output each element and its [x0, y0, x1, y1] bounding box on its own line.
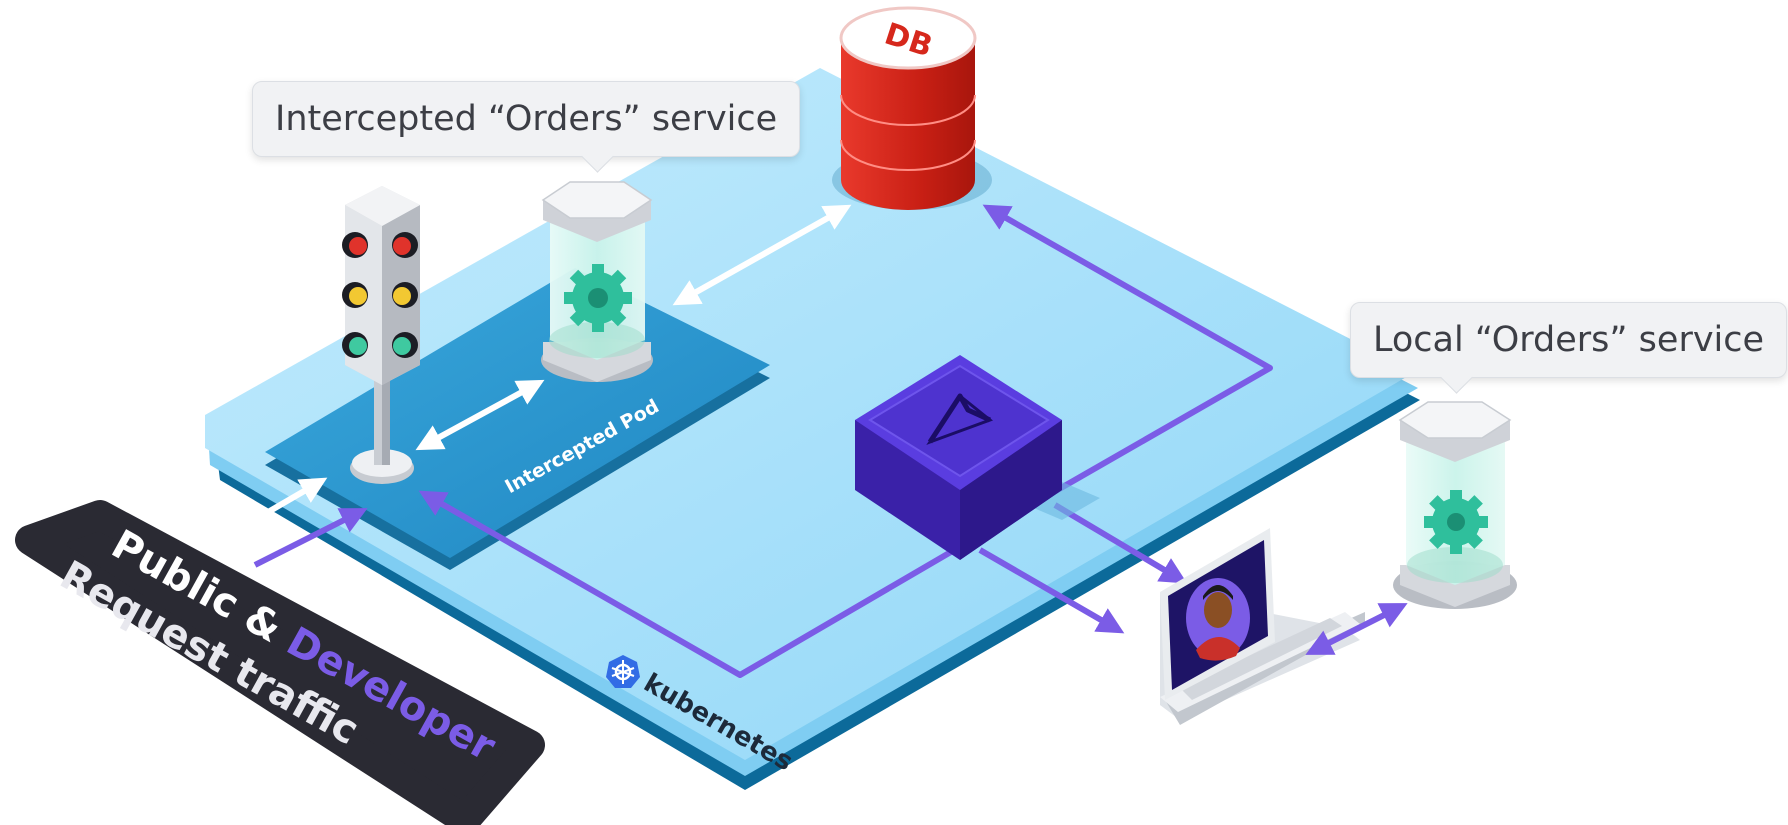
database-icon: DB	[832, 6, 992, 210]
traffic-light-icon	[342, 186, 420, 484]
developer-avatar-icon	[1186, 578, 1250, 661]
flow-path-incoming-developer	[253, 508, 368, 568]
intercepted-service-callout-text: Intercepted “Orders” service	[275, 99, 778, 139]
kubernetes-logo-icon	[606, 655, 640, 688]
traffic-flow-paths	[253, 204, 1273, 678]
telepresence-logo-icon	[926, 393, 994, 445]
flow-path-to-laptop	[1053, 502, 1188, 584]
traffic-light-lamps	[342, 232, 418, 358]
gear-icon	[564, 264, 632, 332]
traffic-white-arrows	[218, 204, 852, 543]
intercepted-orders-service-capsule	[541, 181, 653, 382]
gear-icon	[1424, 490, 1488, 554]
local-service-callout-text: Local “Orders” service	[1373, 320, 1765, 360]
intercepted-service-callout: Intercepted “Orders” service	[252, 81, 801, 173]
local-service-callout: Local “Orders” service	[1350, 302, 1788, 394]
flow-path-to-db	[982, 204, 1273, 503]
white-arrow-service-to-db	[672, 204, 852, 306]
laptop-icon	[1160, 528, 1365, 725]
kubernetes-cluster-platform	[205, 68, 1420, 790]
white-arrow-laptop-to-local-service	[1305, 603, 1408, 655]
local-orders-service-capsule	[1393, 401, 1517, 609]
flow-path-pod-to-cluster	[418, 490, 1042, 678]
white-arrow-incoming-public	[218, 477, 328, 543]
telepresence-proxy-box	[855, 355, 1100, 560]
flow-path-proxy-to-cluster	[978, 547, 1125, 634]
white-arrow-light-to-service	[415, 379, 545, 451]
